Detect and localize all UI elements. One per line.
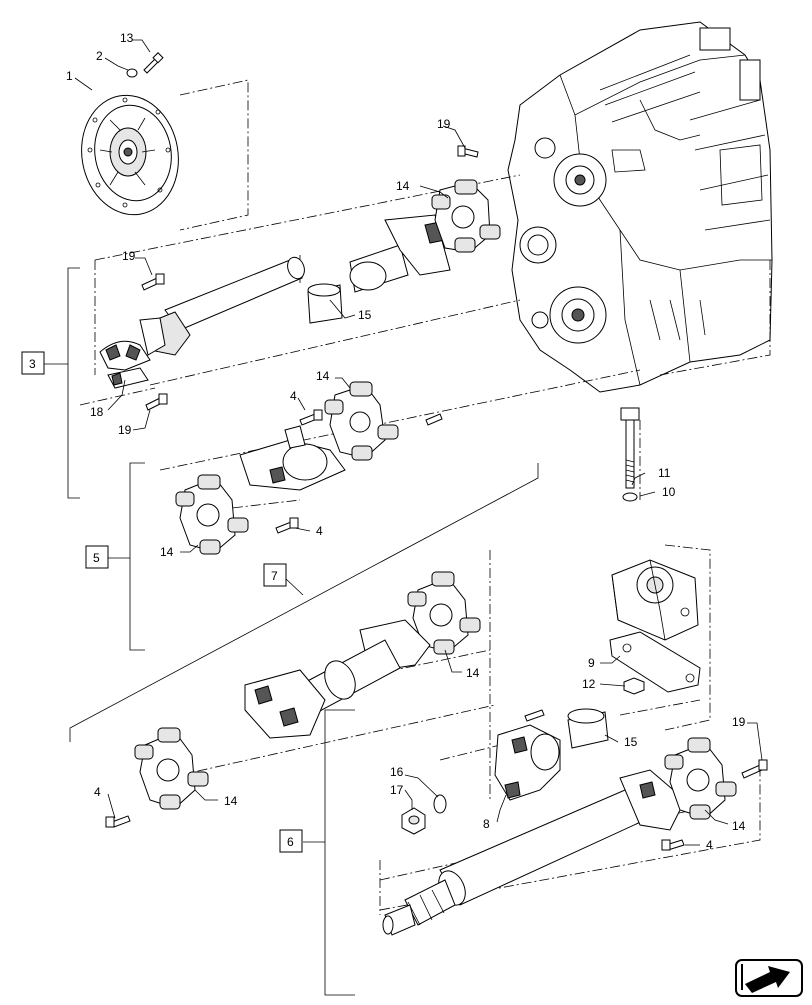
- group-label-7: 7: [263, 563, 287, 587]
- bolt-4-middle-right: [425, 413, 443, 426]
- callout-4: 4: [316, 524, 323, 538]
- callout-15: 15: [358, 308, 372, 322]
- cross-14-middle-lower: [175, 474, 249, 555]
- callout-4: 4: [94, 785, 101, 799]
- callout-14: 14: [316, 369, 330, 383]
- callout-19: 19: [437, 117, 451, 131]
- callout-17: 17: [390, 783, 404, 797]
- callout-14: 14: [224, 794, 238, 808]
- drive-shaft-lower: [244, 619, 431, 739]
- damper-plate: [81, 94, 179, 216]
- pillow-block-bearing: [611, 559, 699, 641]
- svg-text:5: 5: [93, 551, 100, 565]
- cross-14-middle-upper: [324, 381, 399, 461]
- washer-2: [126, 68, 138, 78]
- group-bracket-5: [108, 462, 145, 651]
- group-bracket-3: [44, 267, 80, 499]
- callout-4: 4: [290, 389, 297, 403]
- callout-labels: 1 2 13 19 14 19 15 18 19 4 14 14 4 11 10…: [66, 31, 746, 852]
- bolt-19-bottom-right: [741, 759, 768, 779]
- callout-1: 1: [66, 69, 73, 83]
- bracket-9: [609, 631, 701, 693]
- cross-14-lower-left: [134, 727, 209, 810]
- washer-10: [622, 492, 638, 502]
- callout-19: 19: [732, 715, 746, 729]
- yoke-18: [99, 340, 151, 389]
- callout-14: 14: [732, 819, 746, 833]
- washer-16: [433, 794, 447, 814]
- bolt-13: [143, 52, 164, 74]
- callout-14: 14: [160, 545, 174, 559]
- callout-16: 16: [390, 765, 404, 779]
- group-label-3: 3: [21, 351, 45, 375]
- bolt-19-lower-left: [145, 393, 168, 411]
- group-bracket-7: [69, 463, 539, 742]
- callout-8: 8: [483, 817, 490, 831]
- bolt-upper-center: [524, 709, 545, 722]
- callout-13: 13: [120, 31, 134, 45]
- bushing-15-lower: [567, 708, 609, 749]
- callout-11: 11: [658, 466, 671, 480]
- bolt-19-top: [457, 145, 479, 158]
- callout-4: 4: [706, 838, 713, 852]
- double-yoke-middle: [239, 425, 346, 491]
- bolt-19-upper-left: [141, 273, 165, 291]
- cross-14-upper: [431, 179, 501, 253]
- group-label-6: 6: [279, 829, 303, 853]
- drive-shaft-bottom: [382, 769, 686, 936]
- upper-shaft-tube: [139, 256, 305, 356]
- svg-text:3: 3: [29, 357, 36, 371]
- bolt-4-bottom: [661, 839, 685, 851]
- callout-9: 9: [588, 656, 595, 670]
- nut-12: [623, 677, 645, 695]
- leader-lines: [74, 39, 763, 846]
- callout-14: 14: [396, 179, 410, 193]
- callout-19: 19: [118, 423, 132, 437]
- callout-2: 2: [96, 49, 103, 63]
- cross-14-lower-upper: [407, 571, 481, 655]
- group-label-5: 5: [85, 545, 109, 569]
- callout-18: 18: [90, 405, 104, 419]
- callout-19: 19: [122, 249, 136, 263]
- callout-15: 15: [624, 735, 638, 749]
- transmission-housing: [507, 21, 773, 393]
- bushing-15-upper: [307, 283, 343, 324]
- group-bracket-6: [303, 709, 355, 996]
- cross-14-bottom-right: [664, 737, 737, 820]
- bolt-11: [620, 407, 640, 489]
- next-page-arrow-icon[interactable]: [735, 959, 803, 997]
- slip-yoke-upper: [349, 214, 451, 293]
- svg-text:7: 7: [271, 569, 278, 583]
- bolt-4-middle-upper: [299, 409, 323, 426]
- bolt-4-lower-left: [105, 815, 131, 828]
- bolt-4-middle-lower: [275, 517, 299, 534]
- callout-14: 14: [466, 666, 480, 680]
- nut-17: [401, 807, 426, 835]
- yoke-8: [494, 724, 561, 801]
- callout-12: 12: [582, 677, 596, 691]
- callout-10: 10: [662, 485, 676, 499]
- svg-text:6: 6: [287, 835, 294, 849]
